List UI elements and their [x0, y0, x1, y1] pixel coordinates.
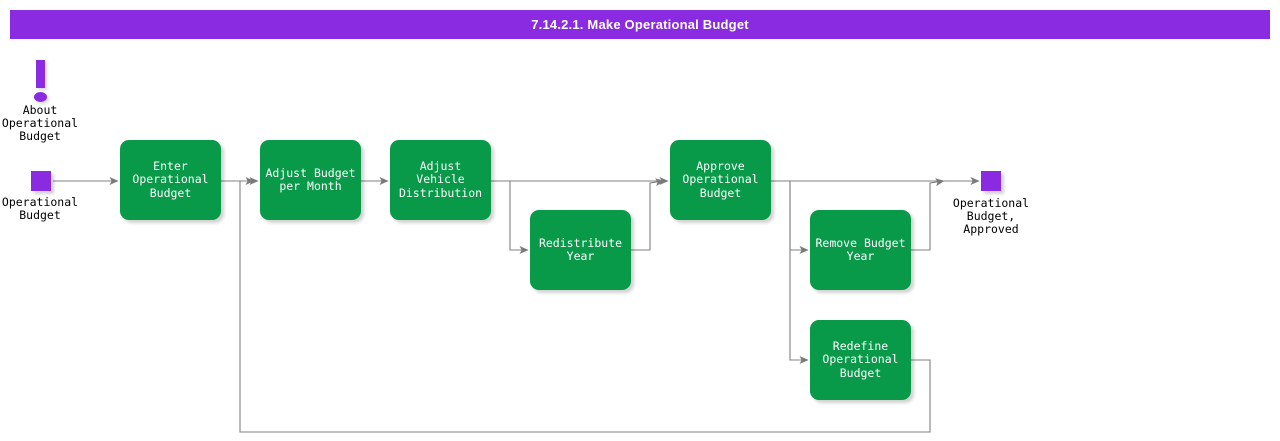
exclamation-bar-icon	[36, 60, 45, 88]
node-enter-operational-budget[interactable]: Enter Operational Budget	[120, 140, 221, 220]
start-terminal-label: Operational Budget	[1, 195, 79, 222]
edge-adjustveh-redistribute	[509, 181, 529, 254]
node-adjust-vehicle-distribution[interactable]: Adjust Vehicle Distribution	[390, 140, 491, 220]
node-redefine-operational-budget[interactable]: Redefine Operational Budget	[810, 320, 911, 400]
note-label: About Operational Budget	[1, 103, 79, 143]
exclamation-dot-icon	[34, 92, 47, 102]
node-remove-budget-year[interactable]: Remove Budget Year	[810, 210, 911, 290]
edge-approve-redefine	[789, 181, 809, 364]
node-redistribute-year[interactable]: Redistribute Year	[530, 210, 631, 290]
node-adjust-budget-per-month[interactable]: Adjust Budget per Month	[260, 140, 361, 220]
node-approve-operational-budget[interactable]: Approve Operational Budget	[670, 140, 771, 220]
edge-redistribute-approve	[631, 178, 665, 251]
page-title: 7.14.2.1. Make Operational Budget	[10, 10, 1270, 39]
edge-approve-removeyear	[789, 181, 809, 254]
start-terminal-square[interactable]	[31, 171, 51, 191]
end-terminal-square[interactable]	[981, 171, 1001, 191]
end-terminal-label: Operational Budget, Approved	[952, 196, 1030, 236]
